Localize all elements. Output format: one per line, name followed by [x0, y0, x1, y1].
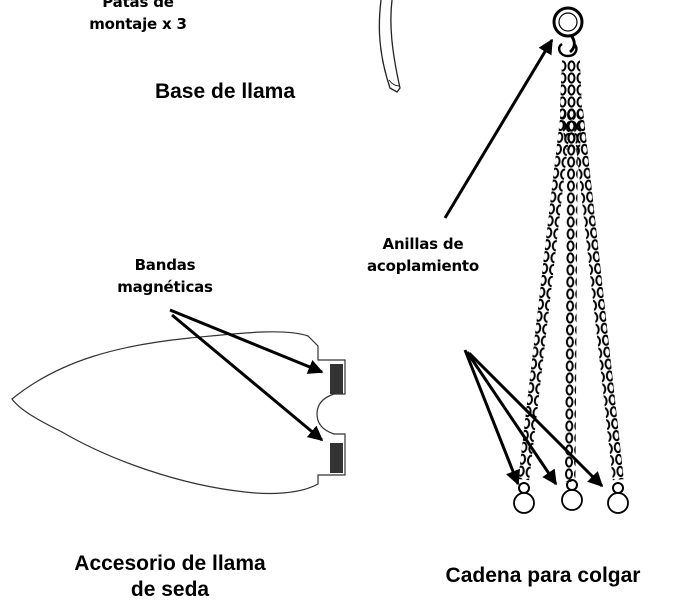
arrow-magnetic-top [169, 308, 324, 374]
flame-base-label: Base de llama [154, 80, 296, 103]
coupling-ring-right [607, 482, 629, 514]
magnetic-strips-label: Bandas magnéticas [90, 254, 240, 298]
arrow-coupling-middle [465, 351, 558, 486]
magnetic-strips-label-line2: magnéticas [117, 278, 213, 296]
coupling-rings-label-line1: Anillas de [382, 235, 464, 253]
chain-strand-middle [564, 109, 578, 483]
chain-strand-right [572, 109, 624, 481]
mounting-leg-illustration [378, 0, 401, 93]
coupling-rings-label: Anillas de acoplamiento [343, 233, 503, 277]
silk-flame-label-line1: Accesorio de llama [74, 552, 266, 575]
hanging-chain-label: Cadena para colgar [445, 564, 641, 587]
arrow-magnetic-bottom [171, 313, 324, 442]
magnetic-strip-top [330, 364, 343, 394]
magnetic-strip-bottom [330, 443, 343, 473]
arrow-coupling-top [443, 38, 554, 219]
magnetic-strips-label-line1: Bandas [134, 256, 196, 274]
silk-flame-label: Accesorio de llama de seda [20, 551, 320, 603]
mounting-legs-label: Patas de montaje x 3 [89, 0, 187, 33]
coupling-ring-middle [561, 479, 583, 511]
chain-strand-left [518, 109, 572, 481]
hanging-chain-illustration [513, 6, 629, 514]
arrow-coupling-right [467, 351, 604, 488]
callout-arrows [169, 38, 604, 488]
coupling-ring-left [513, 482, 535, 514]
silk-flame-illustration [11, 331, 346, 495]
silk-flame-label-line2: de seda [130, 578, 210, 601]
arrow-coupling-left [463, 349, 521, 486]
coupling-rings-label-line2: acoplamiento [366, 257, 480, 275]
